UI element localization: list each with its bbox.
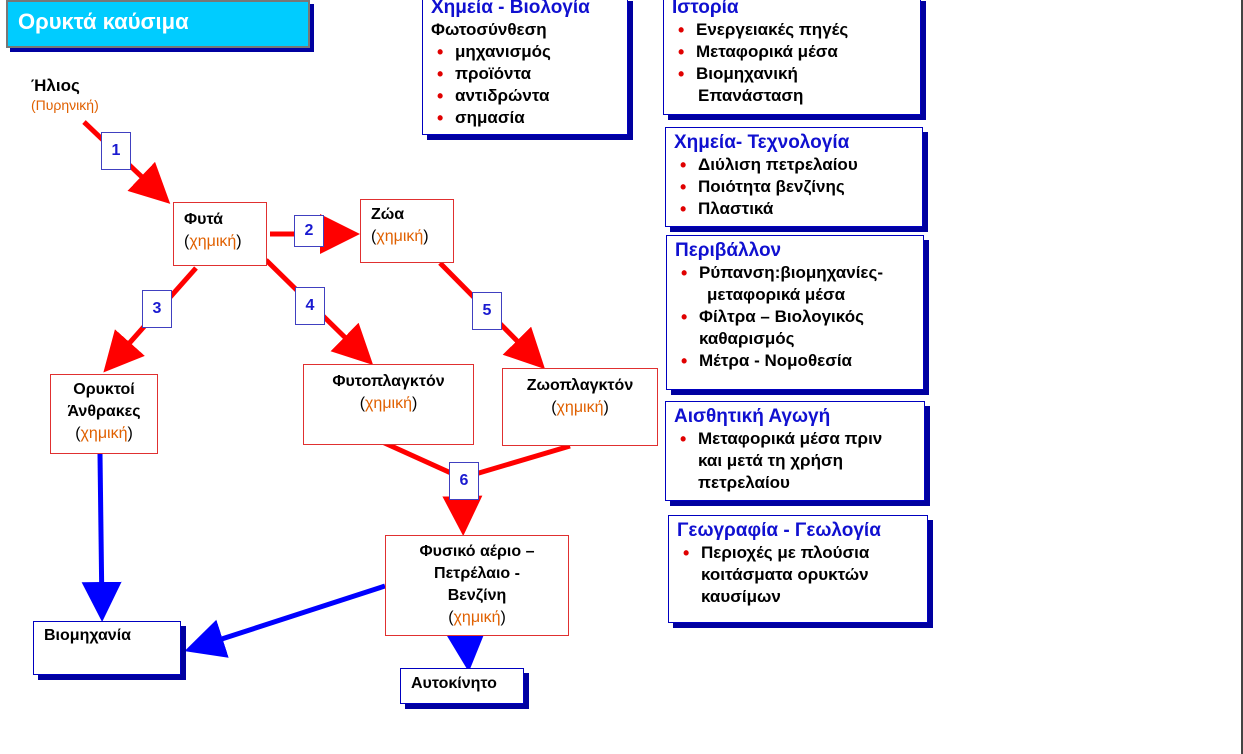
list-item: αντιδρώντα: [431, 85, 619, 107]
panel-chem-tech-heading: Χημεία- Τεχνολογία: [674, 132, 850, 153]
panel-chem-tech-list: Διύλιση πετρελαίου Ποιότητα βενζίνης Πλα…: [674, 154, 914, 220]
list-item: μηχανισμός: [431, 41, 619, 63]
node-phytoplankton-chem: (χημική): [359, 395, 418, 412]
list-item: Πλαστικά: [674, 198, 914, 220]
node-plants-chem: (χημική): [184, 233, 242, 250]
list-item: Μέτρα - Νομοθεσία: [675, 350, 915, 372]
list-item: Ποιότητα βενζίνης: [674, 176, 914, 198]
node-fossil-coal-line1: Ορυκτοί: [73, 381, 135, 398]
panel-geo: Γεωγραφία - Γεωλογία Περιοχές με πλούσια…: [668, 515, 928, 623]
panel-chem-bio-list: μηχανισμός προϊόντα αντιδρώντα σημασία: [431, 41, 619, 129]
node-fossil-coal-chem: (χημική): [75, 425, 133, 442]
panel-environment-list: Ρύπανση:βιομηχανίες-μεταφορικά μέσα Φίλτ…: [675, 262, 915, 372]
step-1: 1: [101, 132, 131, 170]
list-item: προϊόντα: [431, 63, 619, 85]
node-gas-oil-line2: Πετρέλαιο -: [434, 565, 520, 582]
node-fossil-coal-line2: Άνθρακες: [67, 403, 141, 420]
window-edge: [1241, 0, 1243, 754]
list-item: σημασία: [431, 107, 619, 129]
node-animals-label: Ζώα: [371, 206, 405, 223]
list-item: Ρύπανση:βιομηχανίες-μεταφορικά μέσα: [675, 262, 915, 306]
node-animals: Ζώα (χημική): [360, 199, 454, 263]
node-gas-oil-line3: Βενζίνη: [447, 587, 507, 604]
node-animals-chem: (χημική): [371, 228, 429, 245]
node-gas-oil-chem: (χημική): [448, 609, 506, 626]
node-plants-label: Φυτά: [184, 211, 223, 228]
panel-history-cont: Επανάσταση: [698, 86, 804, 105]
panel-history: Ιστορία Ενεργειακές πηγές Μεταφορικά μέσ…: [663, 0, 921, 115]
node-plants: Φυτά (χημική): [173, 202, 267, 266]
panel-aesthetic-heading: Αισθητική Αγωγή: [674, 406, 831, 427]
node-car: Αυτοκίνητο: [400, 668, 524, 704]
arrow-6-right: [461, 443, 571, 481]
panel-environment-heading: Περιβάλλον: [675, 240, 782, 261]
step-4: 4: [295, 287, 325, 325]
arrow-6-left: [376, 437, 464, 481]
node-zooplankton-chem: (χημική): [551, 399, 609, 416]
list-item: Βιομηχανική: [672, 63, 912, 85]
panel-chem-tech: Χημεία- Τεχνολογία Διύλιση πετρελαίου Πο…: [665, 127, 923, 227]
node-car-label: Αυτοκίνητο: [411, 675, 497, 692]
page-title: Ορυκτά καύσιμα: [18, 9, 189, 34]
node-phytoplankton: Φυτοπλαγκτόν (χημική): [303, 364, 474, 445]
list-item: Διύλιση πετρελαίου: [674, 154, 914, 176]
arrow-gas-car: [445, 630, 486, 672]
step-5: 5: [472, 292, 502, 330]
panel-chem-bio-heading: Χημεία - Βιολογία: [431, 0, 590, 18]
list-item: Ενεργειακές πηγές: [672, 19, 912, 41]
step-6: 6: [449, 462, 479, 500]
node-zooplankton-label: Ζωοπλαγκτόν: [526, 377, 634, 394]
step-2: 2: [294, 215, 324, 247]
node-gas-oil: Φυσικό αέριο – Πετρέλαιο - Βενζίνη (χημι…: [385, 535, 569, 636]
arrow-gas-industry: [184, 583, 386, 658]
arrow-coal-industry: [81, 453, 122, 622]
node-zooplankton: Ζωοπλαγκτόν (χημική): [502, 368, 658, 446]
node-industry: Βιομηχανία: [33, 621, 181, 675]
panel-aesthetic: Αισθητική Αγωγή Μεταφορικά μέσα πρινκαι …: [665, 401, 925, 501]
list-item: Μεταφορικά μέσα: [672, 41, 912, 63]
sun-energy-type: (Πυρηνική): [31, 97, 99, 113]
panel-chem-bio-sub: Φωτοσύνθεση: [431, 20, 547, 39]
panel-chem-bio: Χημεία - Βιολογία Φωτοσύνθεση μηχανισμός…: [422, 0, 628, 135]
panel-environment: Περιβάλλον Ρύπανση:βιομηχανίες-μεταφορικ…: [666, 235, 924, 390]
panel-geo-heading: Γεωγραφία - Γεωλογία: [677, 520, 881, 541]
node-fossil-coal: Ορυκτοί Άνθρακες (χημική): [50, 374, 158, 454]
title-banner: Ορυκτά καύσιμα: [6, 0, 310, 48]
node-phytoplankton-label: Φυτοπλαγκτόν: [332, 373, 445, 390]
node-gas-oil-line1: Φυσικό αέριο –: [419, 543, 535, 560]
panel-history-list: Ενεργειακές πηγές Μεταφορικά μέσα Βιομηχ…: [672, 19, 912, 85]
node-industry-label: Βιομηχανία: [44, 627, 131, 644]
panel-history-heading: Ιστορία: [672, 0, 739, 18]
sun-label: Ήλιος: [31, 76, 80, 95]
step-3: 3: [142, 290, 172, 328]
